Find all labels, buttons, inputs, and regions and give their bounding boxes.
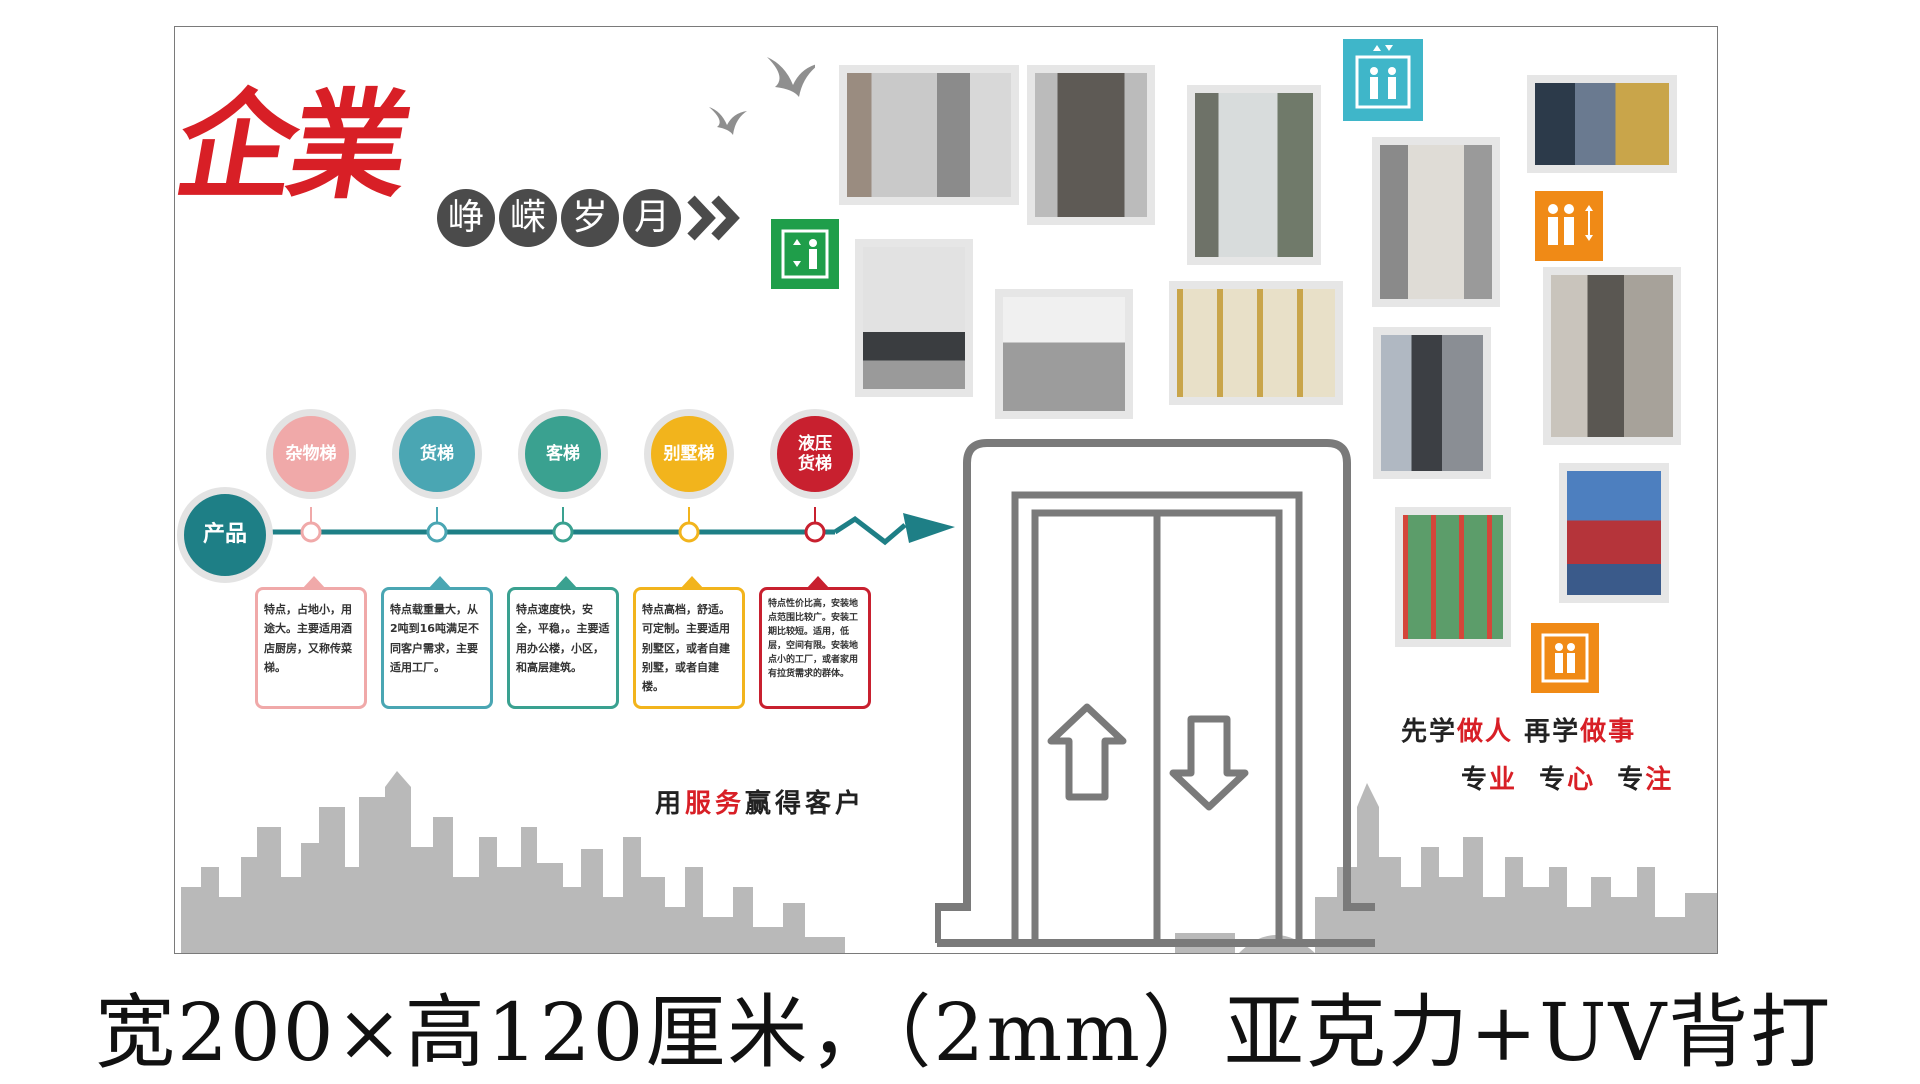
elevator-photo [1169, 281, 1343, 405]
product-desc: 特点性价比高，安装地点范围比较广。安装工期比较短。适用，低层，空间有限。安装地点… [768, 599, 859, 679]
elevator-door-graphic [935, 439, 1375, 947]
company-title: 企業 [174, 76, 416, 215]
elevator-sign-icon [1343, 39, 1423, 121]
elevator-photo [1373, 327, 1491, 479]
elevator-photo [1187, 85, 1321, 265]
product-card: 特点高档，舒适。可定制。主要适用别墅区，或者自建别墅，或者自建楼。 [633, 576, 745, 709]
elevator-photo [1543, 267, 1681, 445]
elevator-photo [1395, 507, 1511, 647]
chevron-right-icon [687, 195, 740, 241]
elevator-photo [1527, 75, 1677, 173]
elevator-photo [855, 239, 973, 397]
timeline-line [255, 507, 955, 546]
product-card: 特点速度快，安全，平稳，。主要适用办公楼，小区，和高层建筑。 [507, 576, 619, 709]
down-arrow-icon [1169, 715, 1249, 811]
subtitle-char: 峥 [437, 189, 495, 247]
elevator-photo [995, 289, 1133, 419]
product-circle: 杂物梯 [266, 409, 356, 499]
subtitle-char: 月 [623, 189, 681, 247]
product-circle: 别墅梯 [644, 409, 734, 499]
elevator-photo [1559, 463, 1669, 603]
service-slogan: 用服务赢得客户 [655, 789, 866, 819]
skyline-icon [181, 771, 1717, 953]
product-circle: 货梯 [392, 409, 482, 499]
elevator-sign-icon [771, 219, 839, 289]
product-start-badge: 产品 [177, 487, 273, 583]
product-card: 特点载重量大，从2吨到16吨满足不同客户需求，主要适用工厂。 [381, 576, 493, 709]
bird-icon [709, 57, 815, 135]
elevator-sign-icon [1535, 191, 1603, 261]
size-caption: 宽200×高120厘米，（2mm）亚克力+UV背打 [95, 986, 1833, 1079]
up-arrow-icon [1047, 703, 1127, 801]
elevator-photo [1372, 137, 1500, 307]
motto-line-1: 先学做人 再学做事 [1401, 717, 1637, 747]
product-card: 特点性价比高，安装地点范围比较广。安装工期比较短。适用，低层，空间有限。安装地点… [759, 576, 871, 709]
product-desc: 特点载重量大，从2吨到16吨满足不同客户需求，主要适用工厂。 [390, 603, 479, 674]
product-desc: 特点高档，舒适。可定制。主要适用别墅区，或者自建别墅，或者自建楼。 [642, 603, 730, 693]
poster-board: 企業 峥 嵘 岁 月 [174, 26, 1718, 954]
product-card: 特点，占地小，用途大。主要适用酒店厨房，又称传菜梯。 [255, 576, 367, 709]
elevator-photo [1027, 65, 1155, 225]
motto-line-2: 专业 专心 专注 [1461, 765, 1674, 795]
elevator-sign-icon [1531, 623, 1599, 693]
elevator-photo [839, 65, 1019, 205]
product-desc: 特点速度快，安全，平稳，。主要适用办公楼，小区，和高层建筑。 [516, 603, 610, 674]
subtitle-char: 嵘 [499, 189, 557, 247]
product-desc: 特点，占地小，用途大。主要适用酒店厨房，又称传菜梯。 [264, 603, 352, 674]
subtitle-char: 岁 [561, 189, 619, 247]
product-circle: 客梯 [518, 409, 608, 499]
product-circle: 液压货梯 [770, 409, 860, 499]
